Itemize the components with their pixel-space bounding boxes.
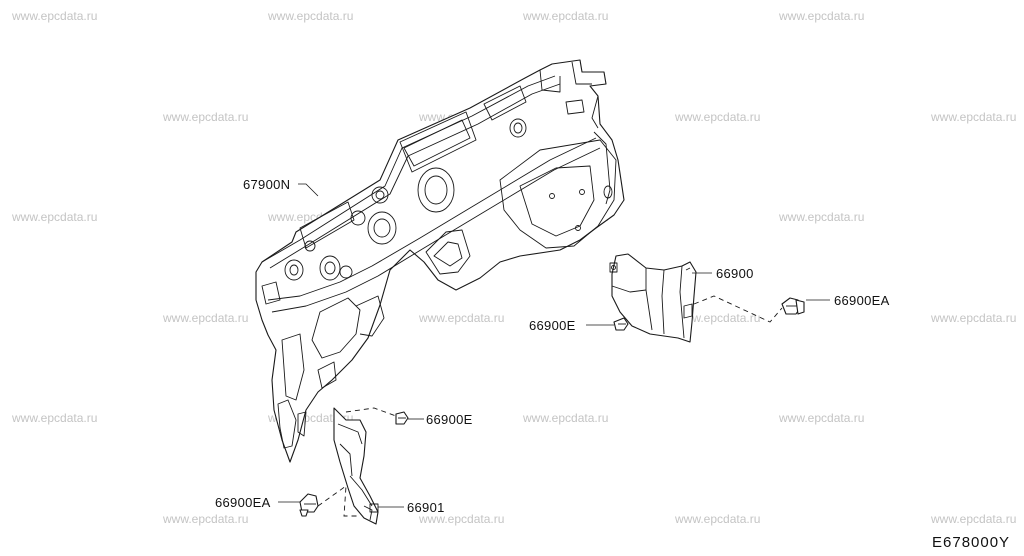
watermark-text: www.epcdata.ru (930, 512, 1016, 526)
side-insulator-rh-drawing[interactable] (609, 253, 697, 343)
watermark-text: www.epcdata.ru (418, 311, 504, 325)
clip-lh-upper-drawing[interactable] (395, 411, 409, 425)
callout-dash-insulator: 67900N (243, 177, 290, 192)
watermark-text: www.epcdata.ru (778, 210, 864, 224)
watermark-text: www.epcdata.ru (162, 311, 248, 325)
diagram-code: E678000Y (932, 534, 1010, 551)
watermark-text: www.epcdata.ru (11, 210, 97, 224)
watermark-text: www.epcdata.ru (674, 311, 760, 325)
watermark-text: www.epcdata.ru (522, 9, 608, 23)
dash-insulator-drawing[interactable] (255, 59, 625, 463)
watermark-text: www.epcdata.ru (522, 411, 608, 425)
watermark-text: www.epcdata.ru (267, 9, 353, 23)
watermark-text: www.epcdata.ru (11, 411, 97, 425)
watermark-text: www.epcdata.ru (162, 512, 248, 526)
watermark-layer: www.epcdata.ru www.epcdata.ru www.epcdata.… (11, 9, 1016, 526)
watermark-text: www.epcdata.ru (162, 110, 248, 124)
watermark-text: www.epcdata.ru (778, 411, 864, 425)
callout-side-insulator-lh: 66901 (407, 500, 445, 515)
watermark-text: www.epcdata.ru (930, 110, 1016, 124)
watermark-text: www.epcdata.ru (674, 512, 760, 526)
callout-clip-rh-lower: 66900E (529, 318, 576, 333)
clip-rh-upper-drawing[interactable] (781, 297, 805, 315)
clip-lh-lower-drawing[interactable] (299, 493, 319, 517)
callout-clip-lh-lower: 66900EA (215, 495, 271, 510)
watermark-text: www.epcdata.ru (930, 311, 1016, 325)
watermark-text: www.epcdata.ru (418, 512, 504, 526)
watermark-text: www.epcdata.ru (674, 110, 760, 124)
callout-side-insulator-rh: 66900 (716, 266, 754, 281)
callout-clip-lh-upper: 66900E (426, 412, 473, 427)
side-insulator-lh-drawing[interactable] (333, 407, 379, 525)
watermark-text: www.epcdata.ru (11, 9, 97, 23)
callout-clip-rh-upper: 66900EA (834, 293, 890, 308)
clip-rh-lower-drawing[interactable] (613, 317, 629, 331)
watermark-text: www.epcdata.ru (778, 9, 864, 23)
leader-lines (278, 183, 830, 517)
